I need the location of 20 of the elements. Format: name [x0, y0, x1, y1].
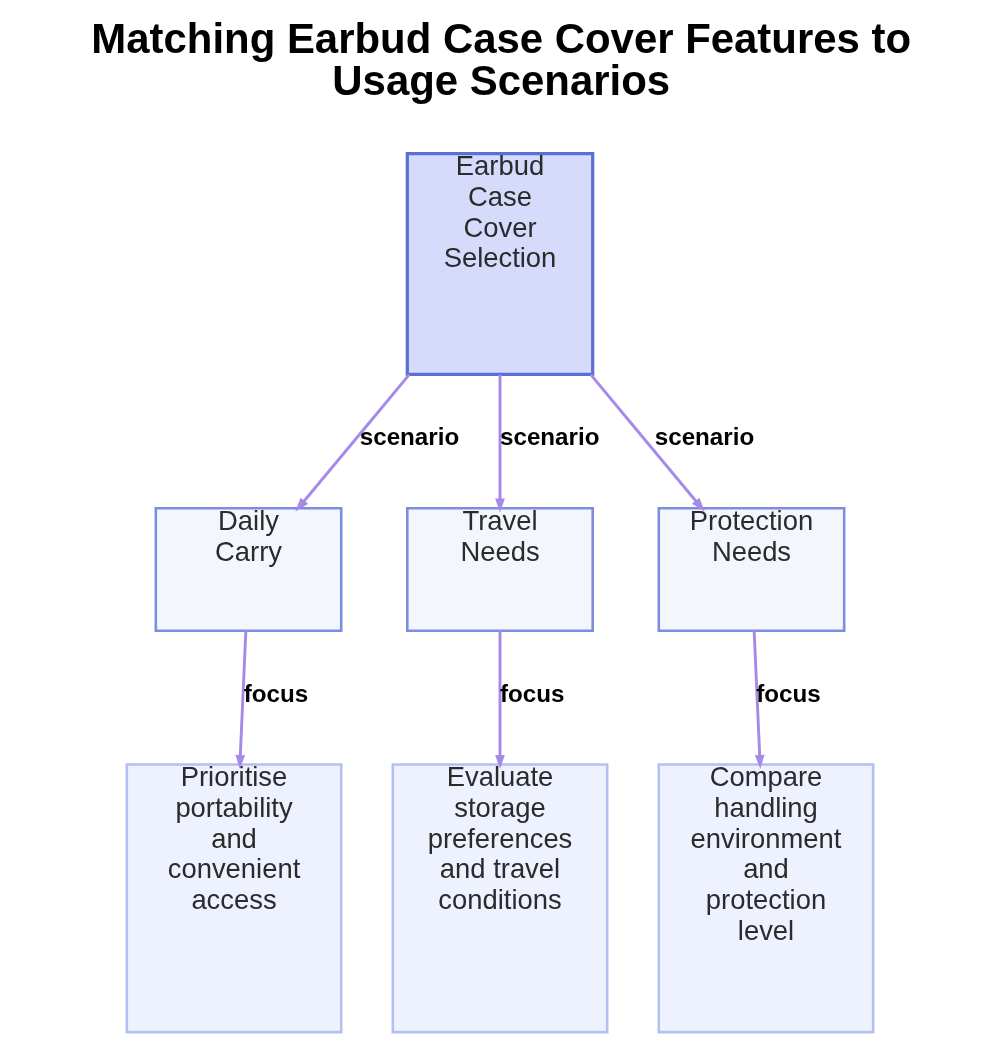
node-box: Earbud Case Cover Selection [405, 151, 595, 376]
arrow [235, 630, 248, 769]
arrow [295, 373, 411, 512]
edge-label: focus [756, 679, 821, 707]
edge-label: scenario [359, 423, 460, 451]
edge-label: focus [500, 679, 565, 707]
arrow [495, 374, 505, 513]
arrow [495, 630, 505, 769]
arrow [589, 373, 705, 512]
node-box: Protection Needs [657, 506, 846, 632]
node-box: Prioritise portability and convenient access [125, 763, 343, 1034]
node-box: Evaluate storage preferences and travel conditions [391, 763, 609, 1034]
diagram-title: Matching Earbud Case Cover Features to Usage Scenarios [91, 15, 912, 105]
node-box: Travel Needs [406, 506, 594, 632]
edge-label: scenario [500, 423, 600, 451]
node-box: Daily Carry [154, 506, 343, 632]
node-box: Compare handling environment and protection level [657, 763, 875, 1034]
arrow [752, 630, 765, 769]
edge-label: focus [243, 679, 309, 707]
edge-label: scenario [654, 423, 755, 451]
